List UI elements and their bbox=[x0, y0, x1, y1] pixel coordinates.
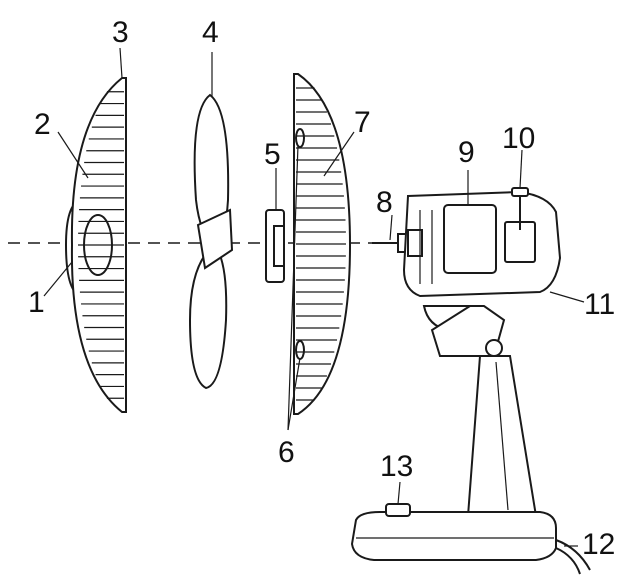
part-number-4: 4 bbox=[202, 16, 219, 49]
part-number-7: 7 bbox=[354, 106, 371, 139]
base bbox=[350, 503, 557, 561]
fan-blade bbox=[188, 93, 234, 390]
leader-lines bbox=[43, 47, 585, 547]
part-number-11: 11 bbox=[584, 288, 615, 321]
part-number-6: 6 bbox=[278, 436, 295, 469]
part-number-10: 10 bbox=[502, 122, 535, 155]
part-number-8: 8 bbox=[376, 186, 393, 219]
part-number-12: 12 bbox=[582, 528, 615, 561]
rear-grille bbox=[293, 73, 352, 415]
part-number-9: 9 bbox=[458, 136, 475, 169]
stand bbox=[422, 305, 538, 517]
part-number-13: 13 bbox=[380, 450, 413, 483]
part-number-labels: 1 2 3 4 5 6 7 8 9 10 11 12 13 bbox=[28, 16, 615, 561]
part-number-5: 5 bbox=[264, 138, 281, 171]
motor-housing bbox=[402, 190, 562, 298]
part-number-1: 1 bbox=[28, 286, 45, 319]
part-number-3: 3 bbox=[112, 16, 129, 49]
front-grille bbox=[70, 77, 127, 413]
part-number-2: 2 bbox=[34, 108, 51, 141]
blade-nut bbox=[265, 209, 285, 283]
power-cord bbox=[555, 539, 591, 575]
